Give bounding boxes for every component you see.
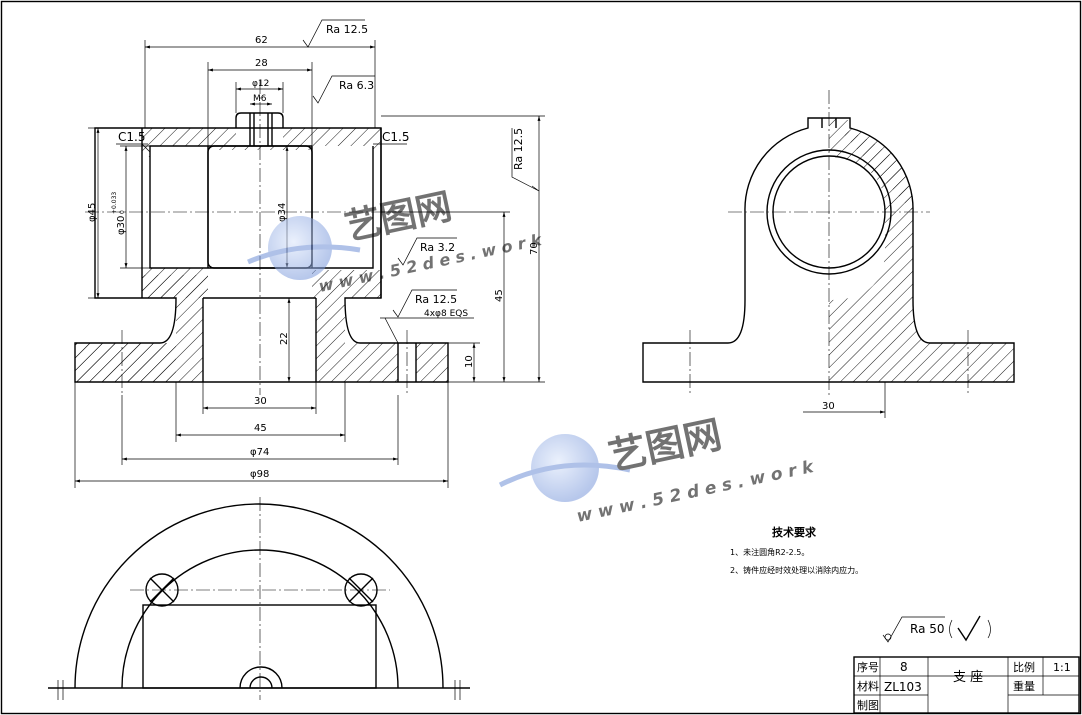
title-block: 序号 8 支 座 比例 1:1 材料 ZL103 重量 制图 (853, 656, 1080, 714)
svg-text:Ra 50: Ra 50 (910, 622, 945, 636)
side-hatch-right (829, 118, 1014, 382)
dim-45-text: φ45 (87, 203, 98, 222)
dim-62-text: 62 (255, 35, 268, 46)
roughness-top: Ra 12.5 (302, 19, 368, 48)
hatch-flange-left-white (75, 343, 176, 382)
tb-part-name: 支 座 (953, 670, 983, 685)
dim-b30-text: 30 (254, 396, 267, 407)
dim-30-bore: φ30 +0.033 0 (111, 145, 150, 269)
dim-12-text: φ12 (252, 79, 269, 89)
dim-30-tol: +0.033 (111, 192, 118, 214)
dim-70: 70 (381, 115, 545, 383)
dim-34-text: φ34 (277, 203, 288, 222)
dim-30-tol-low: 0 (119, 210, 126, 214)
top-boss (142, 604, 377, 689)
dim-b74: φ74 (121, 395, 399, 465)
holes-callout: 4xφ8 EQS (424, 309, 468, 319)
side-view: 30 (642, 90, 1015, 418)
watermark-1: 艺图网 w w w . 5 2 d e s . w o r k (247, 186, 545, 296)
tb-material-value: ZL103 (884, 680, 922, 694)
dim-12: φ12 (235, 79, 284, 113)
boss-top (235, 112, 284, 128)
dim-b45: 45 (175, 382, 346, 442)
dim-m6-text: M6 (253, 94, 267, 104)
watermark-brand-2: 艺图网 (605, 412, 726, 479)
roughness-right: Ra 12.5 (511, 128, 540, 192)
flange-holes (397, 343, 417, 382)
watermark-brand: 艺图网 (341, 186, 455, 249)
svg-text:Ra 12.5: Ra 12.5 (512, 128, 525, 170)
svg-text:Ra 12.5: Ra 12.5 (326, 23, 368, 36)
front-outline (74, 127, 449, 383)
tb-scale-label: 比例 (1013, 660, 1035, 674)
chamfer-right: C1.5 (382, 130, 409, 144)
top-outer-arc (74, 503, 444, 689)
top-view (48, 497, 470, 700)
dim-45h-text: 45 (494, 289, 505, 302)
dim-b45-text: 45 (254, 423, 267, 434)
tb-scale-value: 1:1 (1053, 661, 1071, 674)
tech-line-2: 2、铸件应经时效处理以消除内应力。 (730, 565, 863, 575)
hatch-bottom-left (142, 275, 208, 382)
dim-28: 28 (207, 58, 313, 146)
tech-line-1: 1、未注圆角R2-2.5。 (730, 547, 809, 557)
dim-45-diameter: φ45 (87, 127, 100, 299)
svg-text:Ra 12.5: Ra 12.5 (415, 293, 457, 306)
dim-b98-text: φ98 (250, 469, 269, 480)
threaded-hole (249, 113, 273, 146)
dim-70-text: 70 (529, 242, 540, 255)
chamfer-left: C1.5 (118, 130, 145, 144)
hatch-flange-right (345, 343, 448, 382)
tb-draw-label: 制图 (857, 699, 879, 712)
roughness-bore-top: Ra 6.3 (312, 75, 375, 104)
svg-text:Ra 3.2: Ra 3.2 (420, 241, 455, 254)
roughness-bore: Ra 3.2 (397, 237, 457, 266)
roughness-general: Ra 50 (882, 615, 991, 643)
lower-cavity (202, 297, 317, 382)
svg-text:Ra 6.3: Ra 6.3 (339, 79, 374, 92)
hatch-upper-wall (95, 128, 381, 158)
front-section-view: 62 28 φ12 M6 C1.5 C1.5 φ45 (74, 19, 545, 488)
roughness-holes: Ra 12.5 (392, 289, 457, 318)
watermark-2: 艺图网 w w w . 5 2 d e s . w o r k (498, 412, 817, 527)
side-dim-30: 30 (803, 382, 886, 418)
dim-b30: 30 (202, 382, 317, 414)
dim-45-height: 45 (381, 211, 510, 382)
dim-22-text: 22 (279, 332, 290, 345)
tb-material-label: 材料 (857, 679, 879, 693)
dim-22: 22 (279, 298, 291, 382)
svg-text:30: 30 (822, 401, 835, 412)
dim-m6: M6 (250, 94, 272, 106)
tb-seq-label: 序号 (857, 660, 879, 674)
dim-28-text: 28 (255, 58, 268, 69)
tb-weight-label: 重量 (1013, 679, 1035, 693)
dim-62: 62 (144, 35, 376, 128)
tech-title: 技术要求 (772, 525, 817, 539)
dim-10: 10 (448, 342, 480, 382)
tech-requirements: 技术要求 1、未注圆角R2-2.5。 2、铸件应经时效处理以消除内应力。 (730, 525, 863, 575)
dim-b74-text: φ74 (250, 447, 269, 458)
dim-b98: φ98 (74, 382, 449, 488)
dim-10-text: 10 (464, 355, 475, 368)
dim-30-text: φ30 (116, 216, 127, 235)
side-outline (642, 117, 1015, 383)
tb-seq-value: 8 (900, 660, 908, 674)
